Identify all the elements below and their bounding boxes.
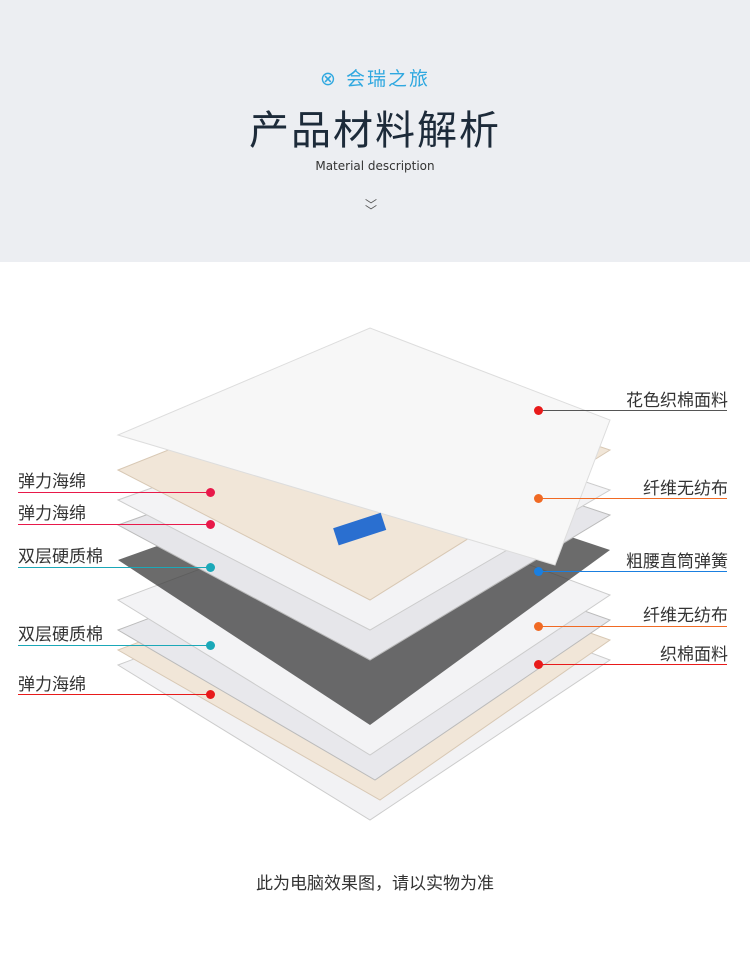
marker-dot: [534, 406, 543, 415]
marker-dot: [534, 660, 543, 669]
disclaimer-note: 此为电脑效果图，请以实物为准: [256, 874, 494, 894]
brand-name: 会瑞之旅: [345, 68, 430, 90]
label-jacquard-fabric: 花色织棉面料: [626, 391, 728, 411]
marker-dot: [534, 494, 543, 503]
label-elastic-sponge-2: 弹力海绵: [18, 504, 86, 524]
marker-dot: [534, 567, 543, 576]
brand-logo: ⊗ 会瑞之旅: [0, 64, 750, 91]
label-nonwoven-1: 纤维无纺布: [643, 479, 728, 499]
leader-line: [538, 571, 727, 572]
leader-line: [18, 694, 210, 695]
mattress-layers: [116, 327, 612, 821]
marker-dot: [206, 520, 215, 529]
label-nonwoven-2: 纤维无纺布: [643, 606, 728, 626]
leader-line: [18, 524, 210, 525]
label-spring: 粗腰直筒弹簧: [626, 552, 728, 572]
marker-dot: [206, 488, 215, 497]
label-elastic-sponge-3: 弹力海绵: [18, 675, 86, 695]
leader-line: [538, 498, 727, 499]
label-hard-cotton-1: 双层硬质棉: [18, 547, 103, 567]
marker-dot: [206, 563, 215, 572]
leader-line: [538, 410, 727, 411]
leader-line: [18, 567, 210, 568]
header-banner: ⊗ 会瑞之旅 产品材料解析 Material description ﹀﹀: [0, 0, 750, 262]
marker-dot: [534, 622, 543, 631]
cs-logo-icon: ⊗: [320, 68, 346, 90]
page-title: 产品材料解析: [249, 108, 501, 154]
leader-line: [18, 492, 210, 493]
marker-dot: [206, 641, 215, 650]
page-subtitle: Material description: [315, 159, 435, 173]
leader-line: [538, 664, 727, 665]
leader-line: [18, 645, 210, 646]
label-elastic-sponge-1: 弹力海绵: [18, 472, 86, 492]
marker-dot: [206, 690, 215, 699]
label-woven-fabric: 织棉面料: [660, 645, 728, 665]
label-hard-cotton-2: 双层硬质棉: [18, 625, 103, 645]
leader-line: [538, 626, 727, 627]
